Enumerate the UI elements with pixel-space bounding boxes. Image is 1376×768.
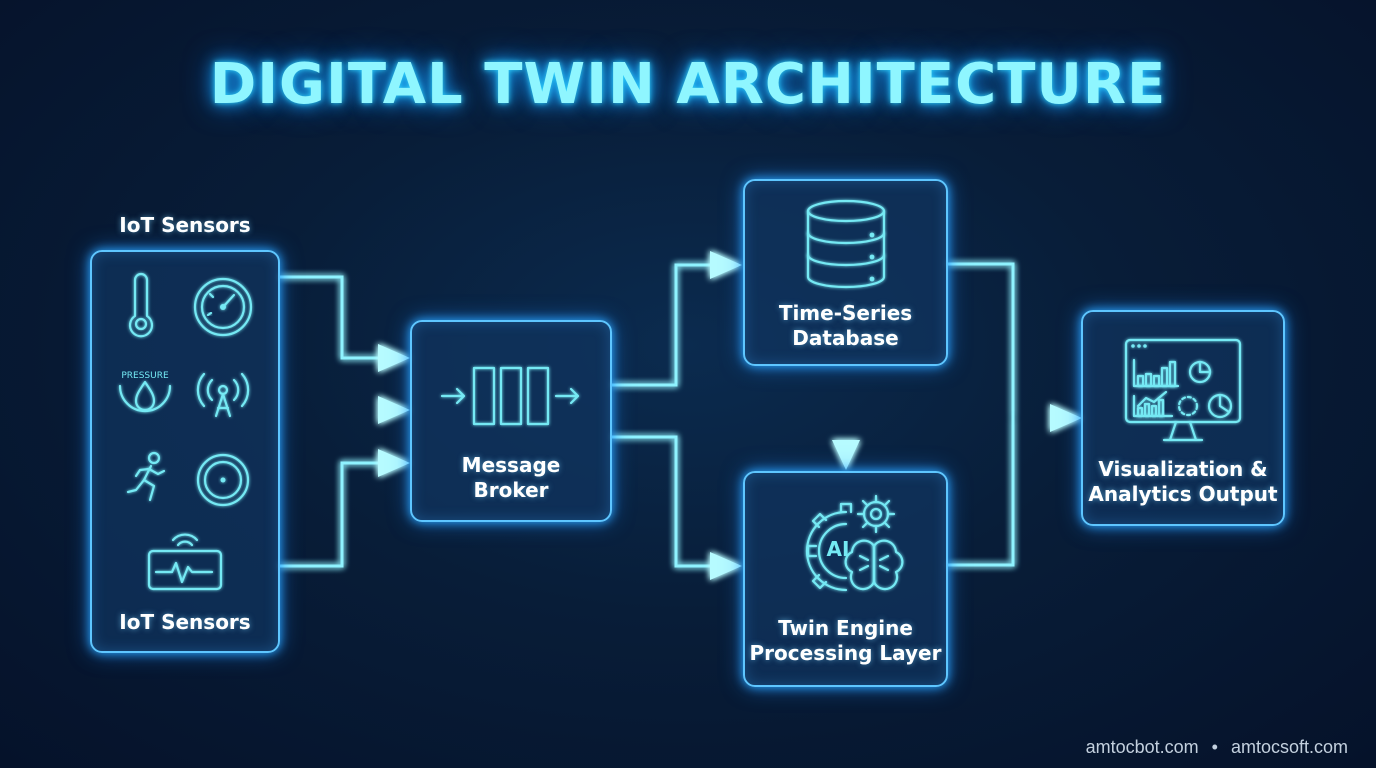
arrowhead-broker-database [710,251,742,279]
footer-separator: • [1211,737,1218,757]
wireless-monitor-icon [147,533,223,591]
gauge-icon [193,277,253,337]
database-icon [806,199,886,289]
message-broker-label-line1: Message [461,453,561,477]
connector-broker-engine [612,435,718,568]
footer-site-1: amtocbot.com [1085,737,1199,757]
footer: amtocbot.com • amtocsoft.com [1086,737,1348,758]
ai-brain-gears-icon: AI [805,494,904,592]
footer-site-2: amtocsoft.com [1230,737,1348,757]
connector-engine-visualization [948,418,1015,567]
pressure-icon: PRESSURE [118,371,172,413]
running-person-icon [114,451,166,502]
visualization-node [1081,310,1285,526]
stopwatch-icon [196,450,250,507]
signal-tower-icon [196,372,250,418]
arrowhead-broker-engine [710,552,742,580]
message-queue-icon [440,356,580,436]
connector-broker-database [612,263,718,387]
arrowhead-iot-broker-1 [378,344,410,372]
arrowhead-iot-broker-2 [378,396,410,424]
visualization-label-line1: Visualization & [1098,457,1268,481]
arrowhead-iot-broker-3 [378,449,410,477]
message-broker-label-line2: Broker [473,478,549,502]
twin-engine-label-line2: Processing Layer [749,641,942,665]
time-series-database-label-line2: Database [792,326,899,350]
connector-iot-broker-1 [280,275,385,360]
arrowhead-visualization [1050,404,1082,432]
message-broker-node [410,320,612,522]
diagram-title: DIGITAL TWIN ARCHITECTURE [209,52,1167,117]
iot-sensors-caption: IoT Sensors [119,213,251,237]
pressure-icon-text: PRESSURE [121,371,169,381]
connector-database-visualization [948,262,1015,418]
dashboard-monitor-icon [1124,338,1242,442]
visualization-label-line2: Analytics Output [1088,482,1278,506]
iot-sensors-label: IoT Sensors [119,610,251,634]
arrowhead-database-engine [832,440,860,470]
time-series-database-node [743,179,948,366]
ai-icon-text: AI [827,537,850,561]
thermometer-icon [128,272,163,338]
twin-engine-label-line1: Twin Engine [778,616,913,640]
connector-iot-broker-3 [280,461,385,568]
time-series-database-label-line1: Time-Series [778,301,913,325]
